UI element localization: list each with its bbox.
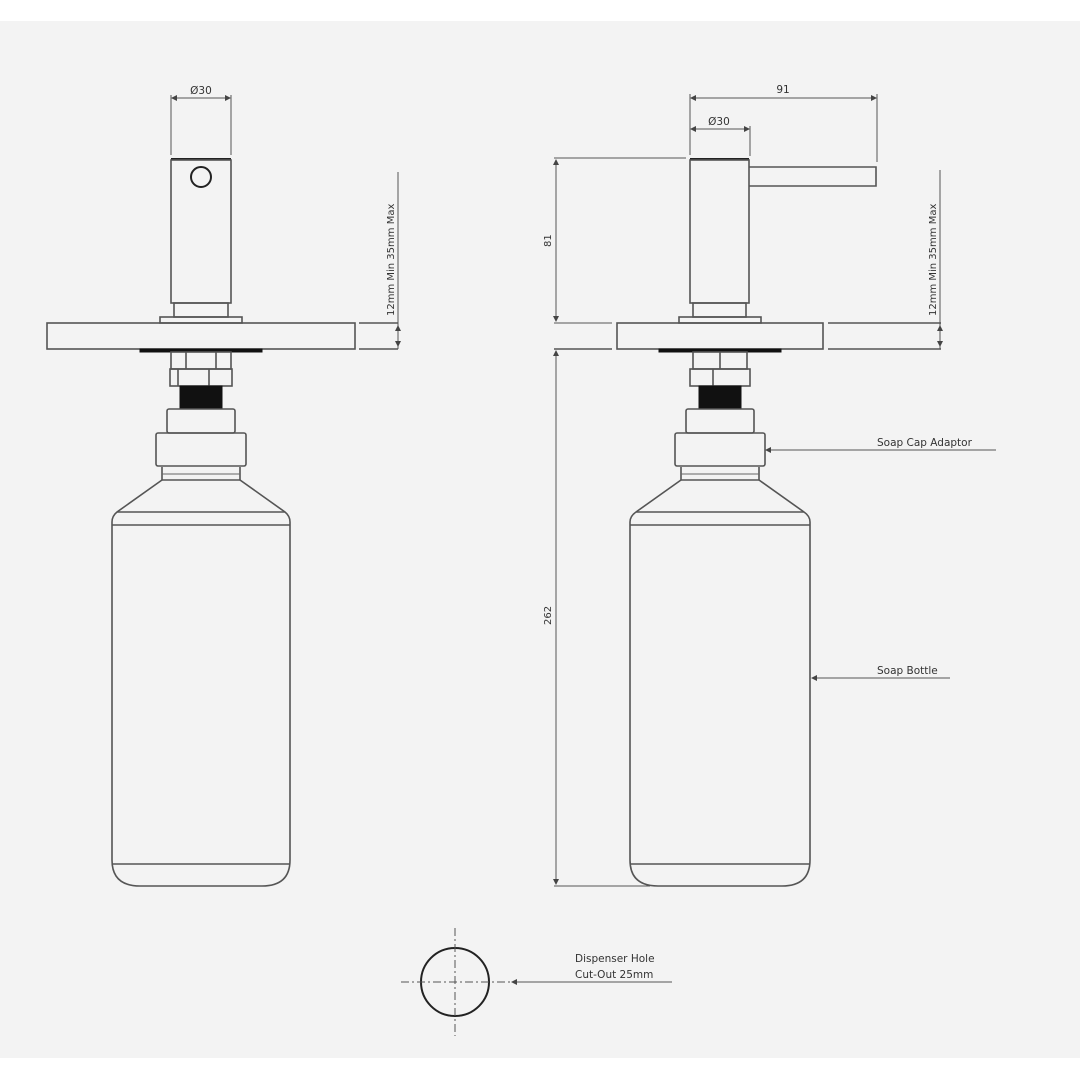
- front-diameter-label: Ø30: [190, 85, 212, 97]
- dispenser-head-front: [159, 158, 243, 324]
- thread-side: [698, 385, 742, 410]
- soap-cap-adaptor-label: Soap Cap Adaptor: [877, 437, 973, 449]
- soap-cap-adaptor-front: [155, 408, 247, 467]
- spout-length-dimension: 91: [689, 84, 878, 162]
- soap-bottle-front: [111, 467, 291, 887]
- height-above-deck-dimension: 81: [543, 157, 686, 324]
- cutout-detail: Dispenser Hole Cut-Out 25mm: [401, 928, 672, 1036]
- thread-front: [179, 385, 223, 410]
- spout: [749, 166, 877, 187]
- drawing-sheet: [0, 21, 1080, 1058]
- soap-bottle-side: [629, 467, 811, 887]
- dispenser-head-side: [678, 158, 877, 324]
- side-view: 91 Ø30 81: [543, 84, 996, 887]
- soap-bottle-callout: Soap Bottle: [811, 665, 950, 681]
- cutout-label-line1: Dispenser Hole: [575, 953, 655, 965]
- side-deck-thickness-label: 12mm Min 35mm Max: [928, 204, 939, 316]
- front-view: Ø30 12mm Min 35mm Max: [46, 85, 401, 887]
- front-deck-thickness-label: 12mm Min 35mm Max: [386, 204, 397, 316]
- soap-bottle-label: Soap Bottle: [877, 665, 938, 677]
- spout-length-label: 91: [776, 84, 789, 96]
- soap-cap-adaptor-side: [674, 408, 766, 467]
- soap-cap-adaptor-callout: Soap Cap Adaptor: [765, 437, 996, 453]
- mounting-hardware-side: [658, 348, 782, 410]
- below-deck-length-label: 262: [543, 606, 554, 625]
- side-diameter-label: Ø30: [708, 116, 730, 128]
- side-deck-thickness-dimension: 12mm Min 35mm Max: [928, 170, 943, 349]
- front-diameter-dimension: Ø30: [170, 85, 232, 155]
- countertop-side: [616, 322, 824, 350]
- cutout-label-line2: Cut-Out 25mm: [575, 969, 653, 981]
- push-button-icon: [190, 166, 212, 188]
- front-deck-thickness-dimension: 12mm Min 35mm Max: [386, 172, 401, 349]
- side-diameter-dimension: Ø30: [690, 116, 751, 156]
- height-above-deck-label: 81: [543, 234, 554, 247]
- countertop-front: [46, 322, 356, 350]
- below-deck-length-dimension: 262: [543, 350, 650, 887]
- mounting-hardware-front: [139, 348, 263, 410]
